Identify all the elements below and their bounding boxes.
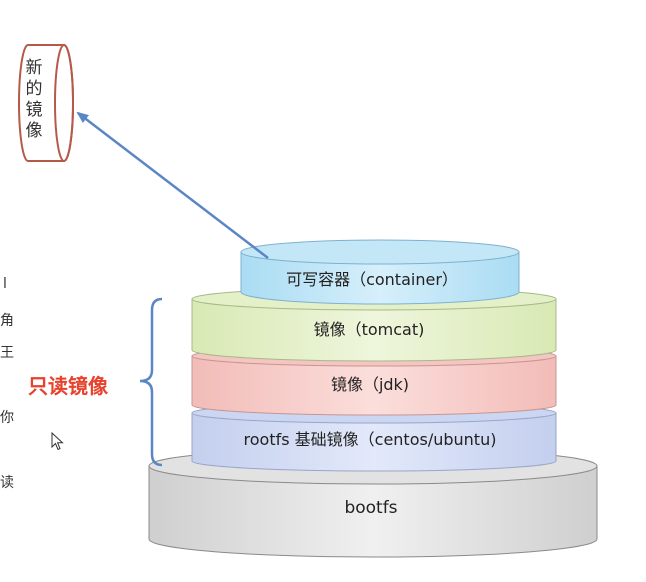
edge-text-fragment: 王: [0, 345, 14, 361]
edge-text-fragment: 读: [0, 475, 14, 491]
new-image-cylinder: [18, 44, 74, 162]
rootfs-label: rootfs 基础镜像（centos/ubuntu): [244, 430, 497, 449]
commit-arrow: [76, 111, 269, 259]
bootfs-label: bootfs: [344, 498, 397, 518]
edge-text-fragment: l: [3, 276, 7, 292]
mouse-cursor-icon: [51, 432, 64, 451]
tomcat-label: 镜像（tomcat): [314, 320, 425, 339]
container-label: 可写容器（container）: [286, 270, 458, 289]
edge-text-fragment: 角: [0, 313, 14, 329]
edge-text-fragment: 你: [0, 410, 14, 426]
readonly-brace: [139, 297, 163, 467]
container-layer: 可写容器（container）: [240, 239, 520, 305]
readonly-image-label: 只读镜像: [28, 374, 108, 398]
jdk-label: 镜像（jdk): [331, 375, 409, 394]
new-image-label: 新 的 镜 像: [25, 58, 43, 141]
